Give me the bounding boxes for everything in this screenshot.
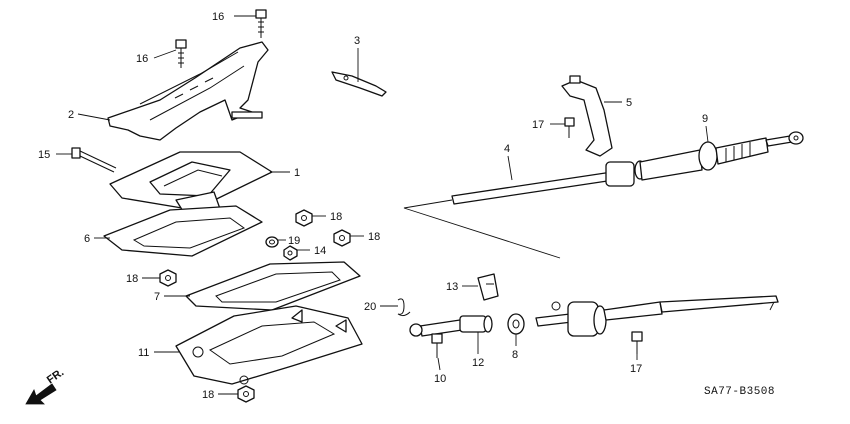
shift-cable-9 <box>639 131 804 181</box>
bolt-10 <box>431 333 443 358</box>
callout-17-upper: 17 <box>532 119 544 131</box>
callout-18-b: 18 <box>368 231 380 243</box>
cable-link-line-upper <box>403 199 561 259</box>
bolt-17-lower <box>631 331 643 354</box>
washer-19 <box>265 236 279 248</box>
callout-16-upper: 16 <box>212 11 224 23</box>
front-arrow-icon <box>25 383 57 405</box>
callout-20: 20 <box>364 301 376 313</box>
shift-cable-lower <box>535 295 779 337</box>
nut-18-c <box>159 269 177 287</box>
drawing-code: SA77-B3508 <box>704 386 775 398</box>
callout-4: 4 <box>504 143 510 155</box>
leader-lines <box>56 15 709 395</box>
nut-14 <box>283 245 298 261</box>
callout-18-c: 18 <box>126 273 138 285</box>
bolt-16-left <box>175 39 187 68</box>
callout-6: 6 <box>84 233 90 245</box>
callout-15: 15 <box>38 149 50 161</box>
callout-1: 1 <box>294 167 300 179</box>
shift-lever-bracket <box>107 41 269 141</box>
gasket-7 <box>185 261 361 311</box>
select-cable-4 <box>451 160 646 205</box>
callout-12: 12 <box>472 357 484 369</box>
callout-14: 14 <box>314 245 326 257</box>
callout-10: 10 <box>434 373 446 385</box>
gasket-6 <box>103 205 263 257</box>
clip-13 <box>477 273 499 301</box>
cable-bracket-5 <box>561 75 613 157</box>
bolt-17-upper <box>564 117 575 138</box>
callout-9: 9 <box>702 113 708 125</box>
retaining-clip-20 <box>397 298 411 317</box>
callout-2: 2 <box>68 109 74 121</box>
callout-7: 7 <box>154 291 160 303</box>
nut-18-b <box>333 229 351 247</box>
callout-3: 3 <box>354 35 360 47</box>
bolt-16-upper <box>255 9 267 38</box>
bolt-15 <box>71 147 117 173</box>
callout-13: 13 <box>446 281 458 293</box>
callout-5: 5 <box>626 97 632 109</box>
callout-18-a: 18 <box>330 211 342 223</box>
cable-end-12 <box>409 315 493 337</box>
shift-base-plate <box>175 305 363 385</box>
callout-19: 19 <box>288 235 300 247</box>
clip-3 <box>331 71 387 97</box>
callout-18-d: 18 <box>202 389 214 401</box>
callout-8: 8 <box>512 349 518 361</box>
callout-11: 11 <box>138 347 149 359</box>
front-direction-label: FR. <box>45 366 66 386</box>
callout-16-left: 16 <box>136 53 148 65</box>
nut-18-a <box>295 209 313 227</box>
nut-18-d <box>237 385 255 403</box>
bushing-8 <box>507 313 525 335</box>
callout-17-lower: 17 <box>630 363 642 375</box>
